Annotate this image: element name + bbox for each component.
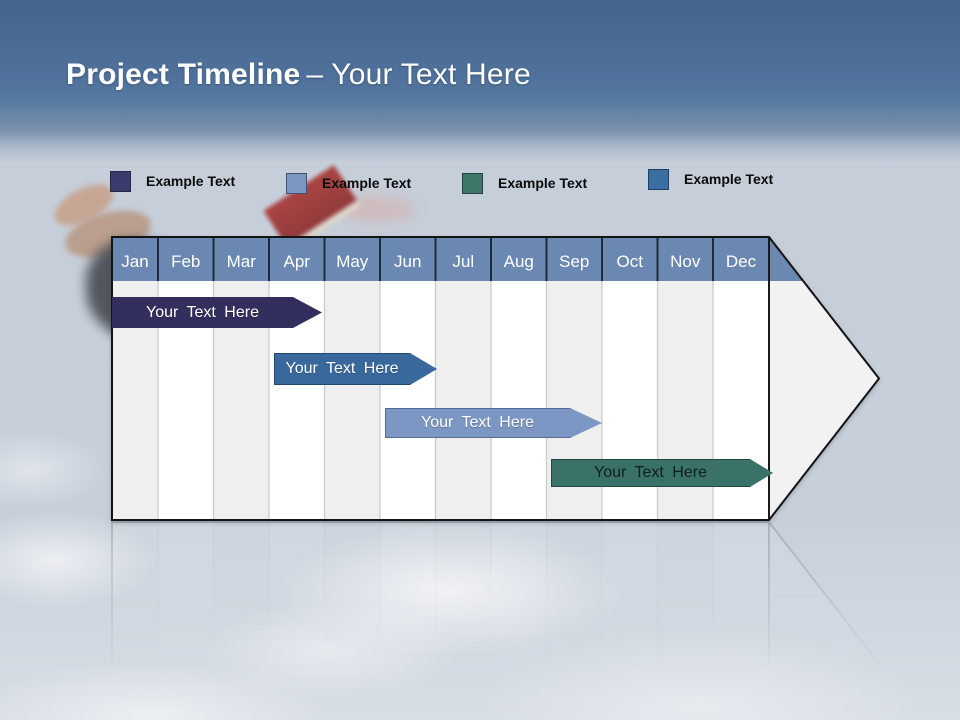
- bar-label: Your Text Here: [421, 414, 534, 431]
- legend-swatch: [462, 172, 483, 194]
- month-column: [158, 523, 214, 720]
- legend-item-2[interactable]: Example Text: [286, 172, 411, 194]
- timeline-reflection: [110, 521, 880, 720]
- bar-label: Your Text Here: [146, 303, 259, 321]
- month-column: [324, 281, 380, 519]
- month-column: [491, 523, 547, 720]
- legend-label: Example Text: [498, 175, 588, 191]
- timeline-arrow-outline: [111, 236, 880, 521]
- timeline-bar-3[interactable]: Your Text Here: [385, 408, 602, 438]
- legend-swatch: [110, 170, 131, 192]
- timeline-arrow-outline: [111, 521, 880, 720]
- timeline-bar-2[interactable]: Your Text Here: [274, 353, 437, 385]
- month-label: Aug: [504, 252, 534, 271]
- month-column: [546, 523, 602, 720]
- title-emphasis: Project Timeline: [66, 58, 301, 91]
- timeline-bar-4[interactable]: Your Text Here: [551, 459, 773, 487]
- month-column: [435, 281, 491, 519]
- month-column: [269, 523, 325, 720]
- month-column: [491, 281, 547, 519]
- month-label: Apr: [284, 252, 311, 271]
- month-label: Nov: [670, 252, 701, 271]
- legend-item-3[interactable]: Example Text: [462, 172, 587, 194]
- bar-label: Your Text Here: [594, 464, 707, 481]
- month-label: Oct: [617, 252, 644, 271]
- slide-title[interactable]: Project Timeline– Your Text Here: [66, 58, 531, 92]
- timeline-header-band: [112, 237, 878, 281]
- month-column: [435, 523, 491, 720]
- timeline-graphic: Jan Feb Mar Apr May Jun Jul Aug Sep Oct Nov Dec: [111, 236, 880, 521]
- bar-label: Your Text Here: [285, 360, 399, 377]
- legend-swatch: [286, 172, 307, 194]
- timeline-chart[interactable]: Jan Feb Mar Apr May Jun Jul Aug Sep Oct Nov Dec You…: [110, 236, 880, 521]
- legend-label: Example Text: [146, 173, 236, 189]
- month-label: Jun: [394, 252, 421, 271]
- month-label: May: [336, 252, 369, 271]
- month-label: Jan: [121, 252, 148, 271]
- legend-item-1[interactable]: Example Text: [110, 170, 235, 192]
- month-column: [324, 523, 380, 720]
- month-column: [380, 523, 436, 720]
- timeline-arrow-body: [112, 522, 879, 720]
- month-label: Sep: [559, 252, 589, 271]
- month-label: Feb: [171, 252, 200, 271]
- month-column: [657, 523, 713, 720]
- legend-label: Example Text: [684, 171, 774, 187]
- title-suffix: – Your Text Here: [306, 58, 531, 91]
- month-label: Dec: [726, 252, 757, 271]
- month-column: [602, 523, 658, 720]
- timeline-bar-1[interactable]: Your Text Here: [112, 297, 322, 328]
- month-column: [213, 523, 269, 720]
- legend-label: Example Text: [322, 175, 412, 191]
- month-label: Jul: [452, 252, 474, 271]
- legend-item-4[interactable]: Example Text: [648, 168, 773, 190]
- month-column: [713, 523, 769, 720]
- month-column: [380, 281, 436, 519]
- timeline-reflection-graphic: [111, 521, 880, 720]
- legend-swatch: [648, 168, 669, 190]
- month-column: [112, 523, 158, 720]
- month-label: Mar: [227, 252, 257, 271]
